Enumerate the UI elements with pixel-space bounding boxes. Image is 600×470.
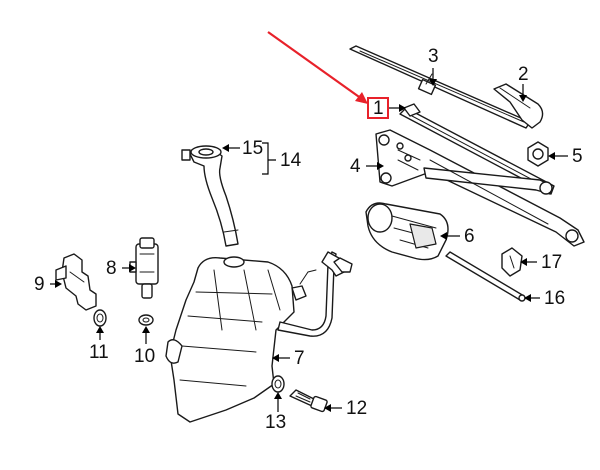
arm-cover	[493, 83, 544, 129]
wiper-linkage	[375, 129, 585, 247]
wiper-motor	[365, 202, 449, 261]
grommet	[271, 375, 285, 393]
callout-6: 6	[464, 226, 475, 247]
level-sensor	[55, 253, 97, 311]
clip	[501, 247, 523, 277]
sensor-seal	[93, 309, 107, 327]
callout-17: 17	[541, 252, 562, 273]
callout-labels: 1 2 3 4 5 6 7 8 9 10 11 12 13 14 15 16 1…	[34, 46, 583, 433]
washer-pump	[129, 237, 159, 299]
pump-grommet	[138, 314, 154, 326]
filler-neck	[181, 145, 239, 247]
callout-13: 13	[265, 412, 286, 433]
washer-reservoir	[165, 256, 307, 423]
callout-4: 4	[350, 156, 361, 177]
callout-8: 8	[106, 258, 117, 279]
nut	[527, 141, 549, 167]
leader-lines	[50, 68, 568, 412]
callout-2: 2	[518, 64, 529, 85]
callout-15: 15	[242, 138, 263, 159]
callout-1: 1	[373, 98, 384, 119]
callout-7: 7	[294, 348, 305, 369]
callout-1-highlight-box	[367, 97, 389, 119]
callout-10: 10	[134, 346, 155, 367]
wiper-arm	[399, 103, 555, 195]
callout-16: 16	[544, 288, 565, 309]
callout-9: 9	[34, 274, 45, 295]
wiper-blade	[349, 45, 531, 129]
callout-5: 5	[572, 146, 583, 167]
bolt	[289, 389, 328, 413]
highlight-arrow	[267, 31, 368, 104]
callout-12: 12	[346, 398, 367, 419]
callout-3: 3	[428, 46, 439, 67]
callout-14: 14	[280, 150, 302, 171]
reservoir-hoses	[277, 251, 353, 337]
callout-11: 11	[89, 342, 109, 363]
